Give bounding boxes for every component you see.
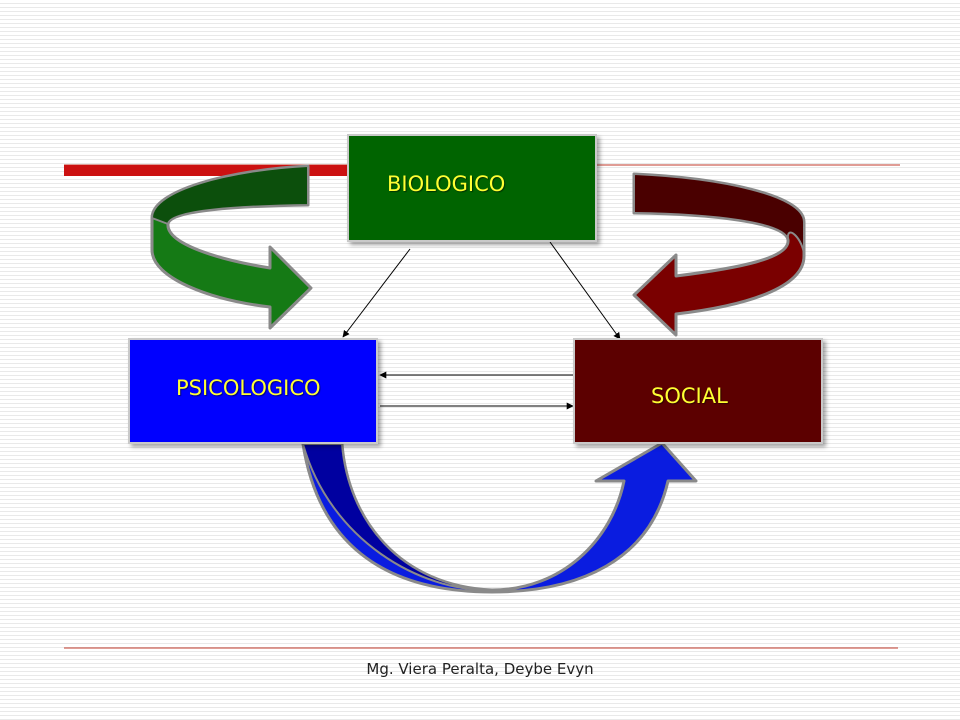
green-curved-arrow — [150, 164, 313, 330]
node-biologico-label: BIOLOGICO — [387, 172, 506, 196]
darkred-curved-arrow — [632, 172, 806, 337]
node-social-label: SOCIAL — [651, 384, 728, 408]
arrow-biologico-social — [549, 241, 621, 340]
node-psicologico: PSICOLOGICO — [128, 338, 378, 444]
arrow-biologico-psicologico — [342, 248, 411, 338]
node-social: SOCIAL — [573, 338, 823, 444]
blue-curved-arrow — [301, 441, 698, 594]
footer-author: Mg. Viera Peralta, Deybe Evyn — [366, 660, 594, 678]
node-psicologico-label: PSICOLOGICO — [176, 376, 321, 400]
node-biologico: BIOLOGICO — [347, 134, 597, 242]
top-red-bar — [64, 165, 364, 176]
